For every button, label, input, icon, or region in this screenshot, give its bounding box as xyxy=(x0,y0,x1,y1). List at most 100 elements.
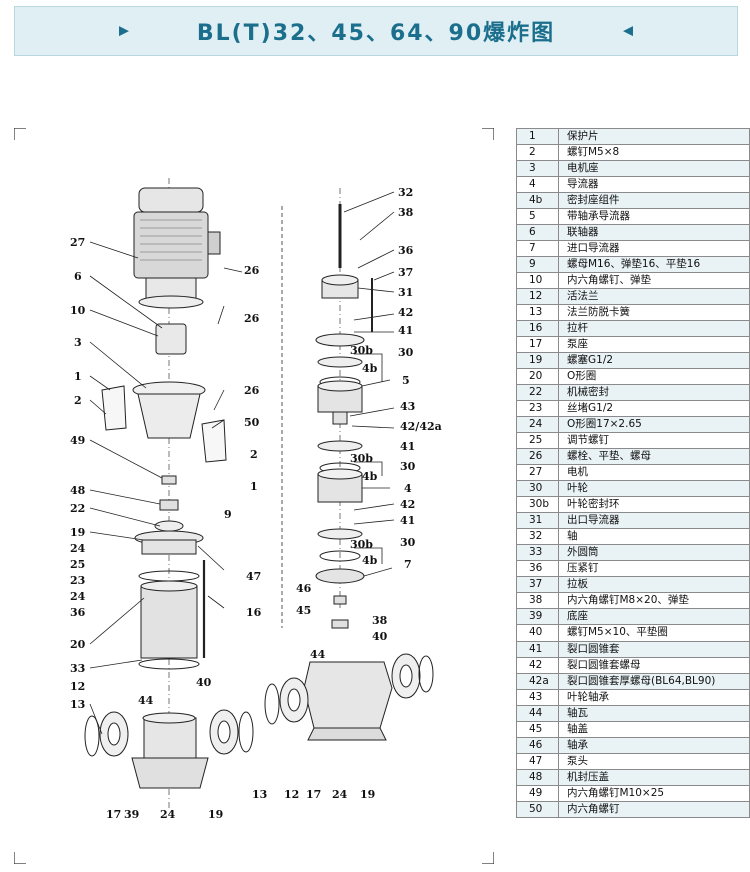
page-title: BL(T)32、45、64、90爆炸图 xyxy=(196,21,556,46)
callout-label: 50 xyxy=(244,416,260,429)
part-name-cell: 拉杆 xyxy=(558,320,750,338)
part-number-cell: 42a xyxy=(516,672,559,690)
callout-label: 42 xyxy=(400,498,415,511)
part-name-cell: 螺钉M5×10、平垫圈 xyxy=(558,624,750,642)
callout-label: 42 xyxy=(398,306,413,319)
callout-label: 27 xyxy=(70,236,85,249)
callout-label: 17 xyxy=(106,808,121,821)
part-name-cell: O形圈 xyxy=(558,368,750,386)
part-number-cell: 12 xyxy=(516,288,559,306)
part-number-cell: 24 xyxy=(516,416,559,434)
part-name-cell: 轴承 xyxy=(558,736,750,754)
part-name-cell: 导流器 xyxy=(558,176,750,194)
callout-label: 41 xyxy=(400,440,415,453)
part-name-cell: 电机 xyxy=(558,464,750,482)
callout-label: 4b xyxy=(362,362,378,375)
callout-label: 4b xyxy=(362,470,378,483)
callout-label: 17 xyxy=(306,788,321,801)
part-name-cell: 外圆筒 xyxy=(558,544,750,562)
part-number-cell: 2 xyxy=(516,144,559,162)
part-name-cell: 叶轮 xyxy=(558,480,750,498)
part-number-cell: 30 xyxy=(516,480,559,498)
callout-label: 25 xyxy=(70,558,85,571)
part-name-cell: 内六角螺钉、弹垫 xyxy=(558,272,750,290)
part-name-cell: 泵头 xyxy=(558,752,750,770)
callout-label: 24 xyxy=(70,590,86,603)
part-number-cell: 10 xyxy=(516,272,559,290)
part-number-cell: 5 xyxy=(516,208,559,226)
part-name-cell: 螺母M16、弹垫16、平垫16 xyxy=(558,256,750,274)
part-number-cell: 47 xyxy=(516,752,559,770)
callout-label: 26 xyxy=(244,384,260,397)
callout-label: 7 xyxy=(404,558,412,571)
part-number-cell: 1 xyxy=(516,127,559,146)
part-name-cell: 机封压盖 xyxy=(558,768,750,786)
part-name-cell: 压紧钉 xyxy=(558,560,750,578)
triangle-left-icon: ◀ xyxy=(623,23,633,39)
callout-label: 42/42a xyxy=(400,420,442,433)
part-number-cell: 32 xyxy=(516,528,559,546)
callout-label: 40 xyxy=(372,630,388,643)
callout-label: 3 xyxy=(74,336,82,349)
callout-label: 30 xyxy=(398,346,414,359)
callout-label: 45 xyxy=(296,604,311,617)
part-number-cell: 4 xyxy=(516,176,559,194)
part-name-cell: 螺栓、平垫、螺母 xyxy=(558,448,750,466)
part-number-cell: 40 xyxy=(516,624,559,642)
part-number-cell: 39 xyxy=(516,608,559,626)
part-name-cell: 内六角螺钉M8×20、弹垫 xyxy=(558,592,750,610)
part-name-cell: 密封座组件 xyxy=(558,192,750,210)
part-number-cell: 22 xyxy=(516,384,559,402)
part-number-cell: 44 xyxy=(516,704,559,722)
callout-label: 10 xyxy=(70,304,86,317)
part-number-cell: 36 xyxy=(516,560,559,578)
part-number-cell: 27 xyxy=(516,464,559,482)
callout-label: 23 xyxy=(70,574,85,587)
part-name-cell: 叶轮轴承 xyxy=(558,688,750,706)
part-name-cell: 轴瓦 xyxy=(558,704,750,722)
part-name-cell: 拉板 xyxy=(558,576,750,594)
part-number-cell: 45 xyxy=(516,720,559,738)
part-name-cell: 裂口圆锥套 xyxy=(558,640,750,658)
part-number-cell: 37 xyxy=(516,576,559,594)
part-name-cell: 电机座 xyxy=(558,160,750,178)
part-name-cell: 带轴承导流器 xyxy=(558,208,750,226)
part-name-cell: 调节螺钉 xyxy=(558,432,750,450)
part-number-cell: 20 xyxy=(516,368,559,386)
callout-label: 12 xyxy=(284,788,299,801)
callout-label: 6 xyxy=(74,270,82,283)
part-name-cell: 进口导流器 xyxy=(558,240,750,258)
right-callouts: 32 38 36 37 31 42 41 30b 30 4b 5 43 42/4… xyxy=(252,186,442,801)
part-name-cell: 轴 xyxy=(558,528,750,546)
callout-label: 32 xyxy=(398,186,413,199)
part-number-cell: 9 xyxy=(516,256,559,274)
part-number-cell: 17 xyxy=(516,336,559,354)
callout-label: 31 xyxy=(398,286,413,299)
callout-label: 43 xyxy=(400,400,415,413)
callout-label: 44 xyxy=(138,694,154,707)
callout-label: 16 xyxy=(246,606,262,619)
callout-label: 41 xyxy=(400,514,415,527)
part-name-cell: 裂口圆锥套螺母 xyxy=(558,656,750,674)
